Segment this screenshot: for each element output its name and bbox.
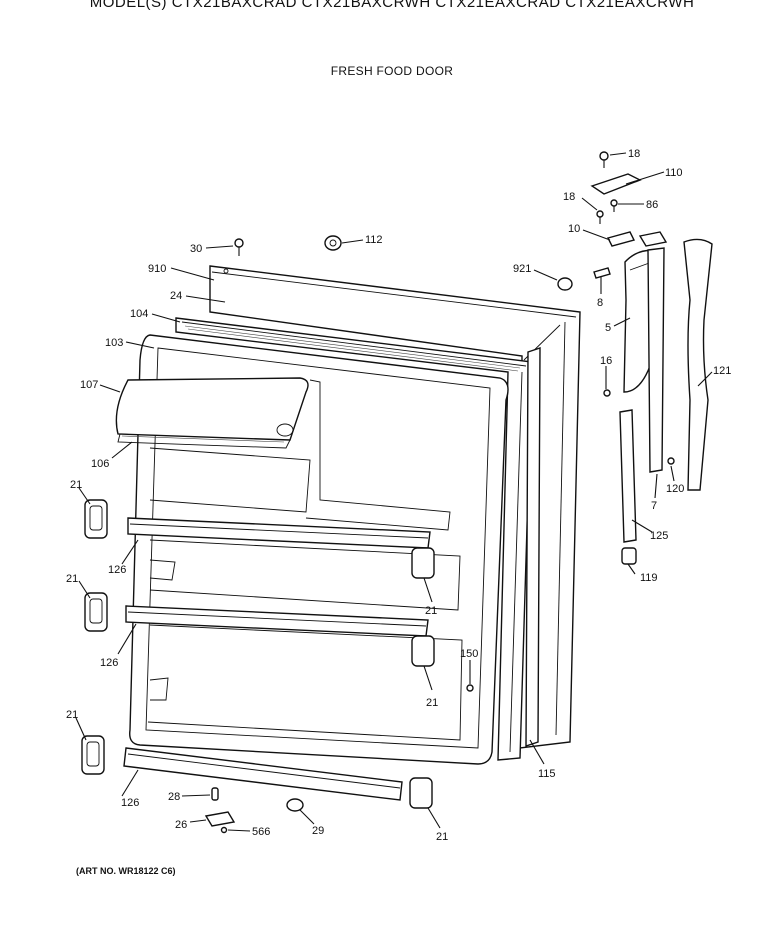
callout-7: 7 (651, 500, 657, 512)
callout-21: 21 (66, 709, 78, 721)
callout-21: 21 (70, 479, 82, 491)
callout-121: 121 (713, 365, 731, 377)
callout-150: 150 (460, 648, 478, 660)
callout-126: 126 (121, 797, 139, 809)
callout-115: 115 (538, 768, 556, 780)
door-seal-strip (525, 347, 541, 747)
callout-126: 126 (100, 657, 118, 669)
callout-566: 566 (252, 826, 270, 838)
callout-21: 21 (436, 831, 448, 843)
callout-120: 120 (666, 483, 684, 495)
callout-921: 921 (513, 263, 531, 275)
callout-107: 107 (80, 379, 98, 391)
callout-126: 126 (108, 564, 126, 576)
callout-8: 8 (597, 297, 603, 309)
callout-16: 16 (600, 355, 612, 367)
callout-106: 106 (91, 458, 109, 470)
callout-labels: 18 110 18 86 10 30 112 910 921 24 8 104 … (66, 148, 731, 843)
shelf-end-caps (81, 499, 435, 809)
leader-lines (75, 152, 713, 832)
callout-119: 119 (640, 572, 658, 584)
callout-10: 10 (568, 223, 580, 235)
callout-86: 86 (646, 199, 658, 211)
callout-18: 18 (563, 191, 575, 203)
model-numbers-header: MODEL(S) CTX21BAXCRAD CTX21BAXCRWH CTX21… (89, 0, 695, 11)
callout-104: 104 (130, 308, 148, 320)
callout-21: 21 (425, 605, 437, 617)
small-hardware (204, 235, 474, 834)
callout-910: 910 (148, 263, 166, 275)
handle-assembly (557, 151, 713, 565)
callout-30: 30 (190, 243, 202, 255)
dairy-door (115, 377, 309, 449)
callout-21: 21 (66, 573, 78, 585)
callout-24: 24 (170, 290, 182, 302)
diagram-title: FRESH FOOD DOOR (330, 64, 454, 78)
callout-110: 110 (665, 167, 683, 179)
callout-28: 28 (168, 791, 180, 803)
callout-125: 125 (650, 530, 668, 542)
callout-103: 103 (105, 337, 123, 349)
callout-18: 18 (628, 148, 640, 160)
callout-112: 112 (365, 234, 383, 246)
callout-21: 21 (426, 697, 438, 709)
art-number: (ART NO. WR18122 C6) (76, 866, 176, 876)
shelf-bars (123, 517, 431, 801)
callout-5: 5 (605, 322, 611, 334)
callout-26: 26 (175, 819, 187, 831)
callout-29: 29 (312, 825, 324, 837)
